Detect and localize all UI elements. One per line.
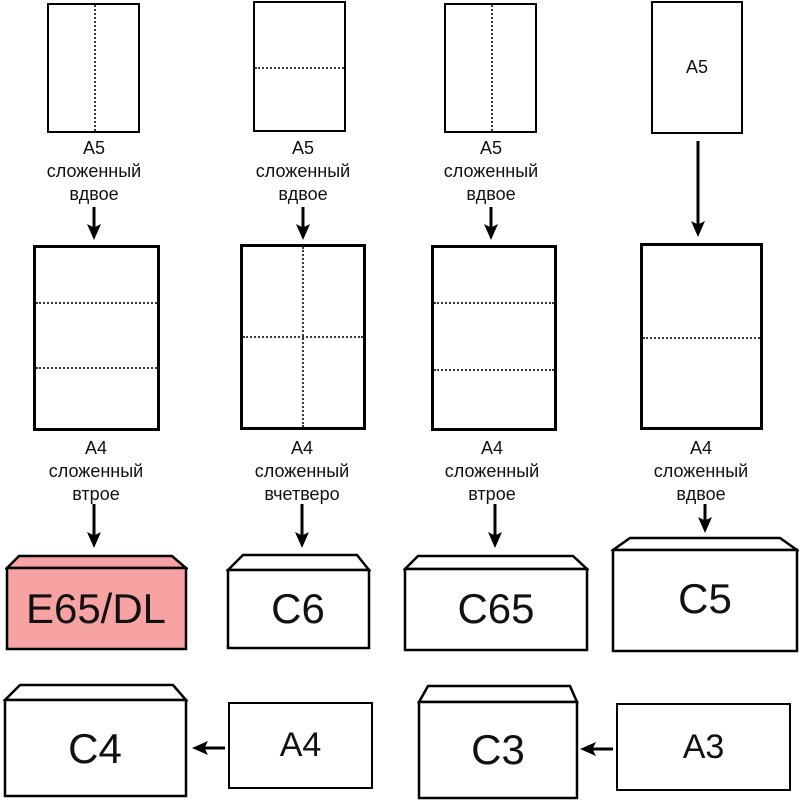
fold-line-vertical <box>302 247 305 427</box>
caption-a4-fold-3: A4 сложенный втрое <box>407 437 577 506</box>
envelope-c3: C3 <box>417 684 580 800</box>
fold-line-horizontal <box>434 302 554 304</box>
caption-line: сложенный <box>444 461 540 481</box>
caption-line: вчетверо <box>264 484 340 504</box>
caption-a4-fold-2: A4 сложенный вчетверо <box>217 437 387 506</box>
caption-a5-fold-2: A5 сложенный вдвое <box>218 137 388 206</box>
paper-a4-fold-thirds-1 <box>33 245 160 431</box>
envelope-label: E65/DL <box>25 585 167 632</box>
caption-line: A5 <box>291 138 315 158</box>
envelope-label: C5 <box>678 575 732 622</box>
paper-a5-fold-horizontal <box>253 1 346 132</box>
paper-label: A4 <box>279 726 322 764</box>
caption-line: сложенный <box>46 161 142 181</box>
envelope-body <box>417 700 579 800</box>
envelope-shape <box>5 554 188 651</box>
envelope-label: C6 <box>271 585 325 632</box>
paper-a4-flat: A4 <box>228 702 373 789</box>
caption-line: A4 <box>84 438 108 458</box>
envelope-c5: C5 <box>611 536 799 653</box>
envelope-body <box>226 568 371 650</box>
fold-line-vertical <box>490 5 493 131</box>
paper-a4-fold-half <box>640 243 763 430</box>
envelope-label: C65 <box>457 585 535 632</box>
caption-a4-fold-1: A4 сложенный втрое <box>11 437 181 506</box>
envelope-shape <box>417 684 579 800</box>
paper-a5-fold-vertical-2 <box>444 3 537 133</box>
envelope-shape <box>611 536 799 653</box>
caption-line: A4 <box>689 438 713 458</box>
caption-line: втрое <box>72 484 120 504</box>
paper-a3-flat: A3 <box>616 703 791 791</box>
caption-line: вдвое <box>466 184 516 204</box>
fold-line-horizontal <box>255 66 344 69</box>
envelope-e65dl: E65/DL <box>5 554 188 651</box>
fold-line-horizontal <box>643 336 760 339</box>
caption-line: втрое <box>468 484 516 504</box>
envelope-body <box>5 566 188 651</box>
caption-line: вдвое <box>676 484 726 504</box>
paper-a5-plain: A5 <box>651 1 743 134</box>
envelope-c65: C65 <box>403 554 589 652</box>
envelope-label: C3 <box>471 726 525 773</box>
caption-line: A5 <box>82 138 106 158</box>
caption-line: A4 <box>290 438 314 458</box>
caption-line: вдвое <box>69 184 119 204</box>
caption-line: вдвое <box>278 184 328 204</box>
caption-line: сложенный <box>254 461 350 481</box>
envelope-c6: C6 <box>226 553 371 650</box>
envelope-flap <box>611 536 799 552</box>
envelope-flap <box>403 554 589 571</box>
caption-line: A4 <box>480 438 504 458</box>
caption-line: сложенный <box>48 461 144 481</box>
fold-line-horizontal <box>36 366 157 369</box>
caption-line: сложенный <box>653 461 749 481</box>
paper-label: A5 <box>685 57 709 77</box>
envelope-body <box>3 698 188 798</box>
envelope-body <box>611 548 799 653</box>
caption-a4-fold-4: A4 сложенный вдвое <box>616 437 786 506</box>
caption-line: сложенный <box>443 161 539 181</box>
envelope-flap <box>417 684 579 704</box>
paper-a5-fold-vertical-1 <box>47 3 140 133</box>
fold-line-vertical <box>93 5 96 131</box>
caption-a5-fold-1: A5 сложенный вдвое <box>9 137 179 206</box>
envelope-shape <box>403 554 589 652</box>
envelope-flap <box>3 683 189 702</box>
paper-label: A3 <box>682 727 725 766</box>
envelope-flap <box>5 554 188 570</box>
caption-a5-fold-3: A5 сложенный вдвое <box>406 137 576 206</box>
envelope-label: C4 <box>68 725 122 772</box>
caption-line: сложенный <box>255 161 351 181</box>
envelope-shape <box>226 553 371 650</box>
caption-line: A5 <box>479 138 503 158</box>
envelope-shape <box>3 683 189 798</box>
envelope-c4: C4 <box>3 683 189 800</box>
envelope-body <box>403 567 589 652</box>
fold-line-horizontal <box>434 368 554 371</box>
paper-a4-fold-quarters <box>240 244 366 430</box>
envelope-flap <box>226 553 371 572</box>
paper-a4-fold-thirds-2 <box>431 245 557 431</box>
fold-line-horizontal <box>36 302 157 304</box>
